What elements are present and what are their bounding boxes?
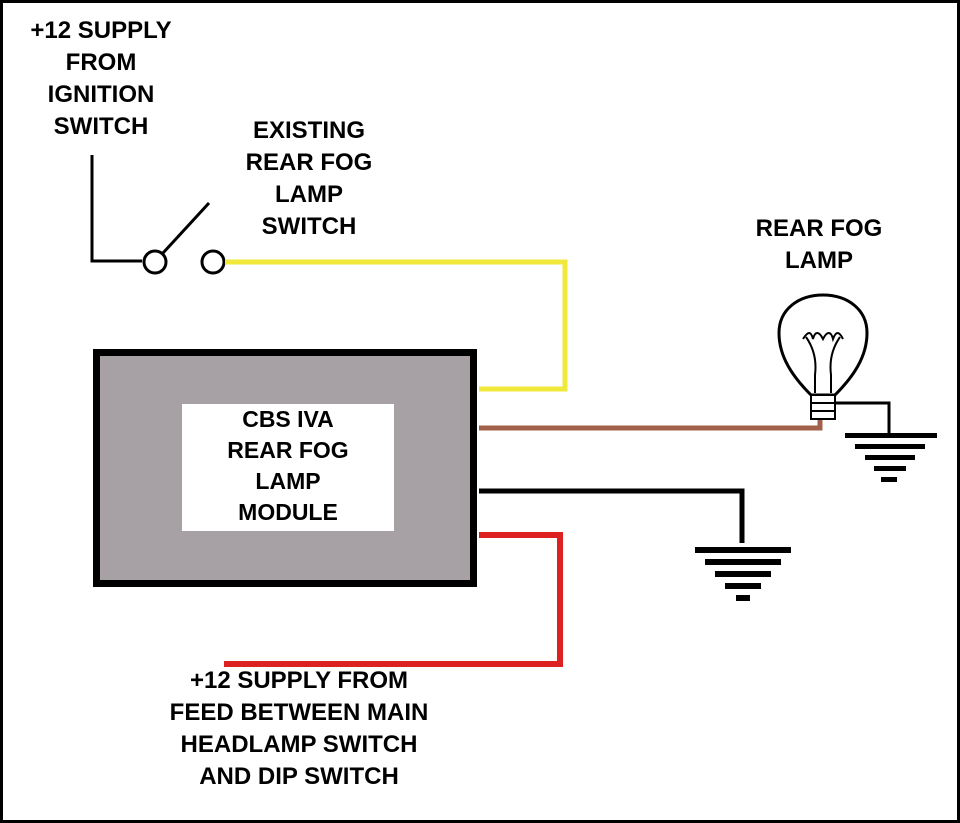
module-label: CBS IVA REAR FOG LAMP MODULE — [227, 406, 349, 525]
fog-switch-label: EXISTING REAR FOG LAMP SWITCH — [245, 117, 373, 240]
wiring-layer — [90, 155, 937, 667]
lamp-feed-wire — [479, 419, 823, 431]
bulb-icon — [777, 293, 869, 420]
rear-fog-lamp-label: REAR FOG LAMP — [755, 215, 883, 274]
ignition-supply-wire — [90, 155, 142, 263]
module-earth-wire — [479, 488, 745, 543]
fog-lamp-module: CBS IVA REAR FOG LAMP MODULE — [93, 349, 477, 587]
ignition-supply-label: +12 SUPPLY FROM IGNITION SWITCH — [30, 17, 172, 140]
module-label-panel: CBS IVA REAR FOG LAMP MODULE — [182, 404, 394, 531]
switched-feed-wire — [225, 259, 568, 392]
lamp-ground-icon — [845, 433, 937, 482]
lamp-earth-wire — [835, 401, 891, 433]
module-ground-icon — [695, 547, 791, 601]
headlamp-supply-label: +12 SUPPLY FROM FEED BETWEEN MAIN HEADLA… — [169, 667, 429, 790]
headlamp-supply-wire — [224, 532, 563, 667]
fog-switch-icon — [142, 201, 226, 275]
